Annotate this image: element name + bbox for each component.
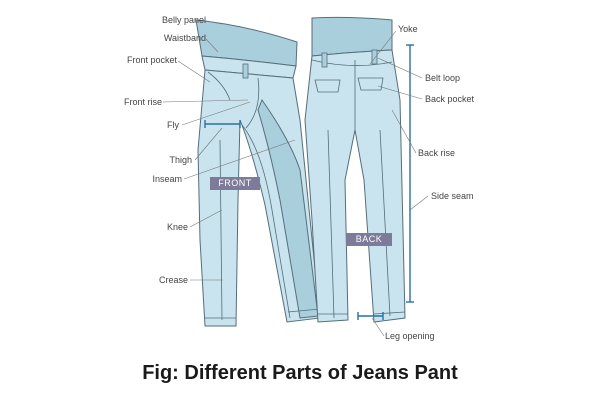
- fly-seam: [245, 77, 260, 129]
- back-belt-loop-right: [321, 52, 328, 68]
- leader-back-pocket: [377, 85, 423, 100]
- leader-belt-loop: [377, 57, 423, 79]
- label-inseam: Inseam: [152, 174, 182, 184]
- leader-front-rise: [162, 99, 249, 103]
- back-pocket-right: [357, 77, 384, 91]
- leader-back-rise: [391, 109, 417, 154]
- back-belt-loop-left: [371, 49, 378, 65]
- label-front-rise: Front rise: [123, 97, 162, 107]
- front-pocket-seam: [207, 71, 231, 101]
- back-tag-background: [346, 233, 392, 246]
- measurement-lines: [204, 44, 414, 320]
- label-yoke: Yoke: [398, 24, 418, 34]
- back-yoke-seam: [311, 59, 393, 66]
- leader-knee: [189, 209, 223, 228]
- back-leg-seam-left: [327, 129, 335, 319]
- front-belt-loop: [242, 63, 249, 79]
- label-belly-panel: Belly panel: [161, 15, 206, 25]
- front-inseam-line: [241, 124, 291, 319]
- leader-leg-opening: [371, 317, 385, 337]
- label-side-seam: Side seam: [431, 191, 474, 201]
- label-fly: Fly: [167, 120, 179, 130]
- front-view-tag: FRONT: [218, 178, 252, 188]
- front-shading: [257, 98, 319, 319]
- label-thigh: Thigh: [169, 155, 192, 165]
- back-pocket-left: [314, 79, 341, 93]
- leader-front-pocket: [177, 60, 211, 83]
- back-pant: [304, 16, 406, 323]
- leader-inseam: [183, 139, 296, 180]
- front-cuff-right: [287, 308, 321, 313]
- leader-fly: [181, 101, 251, 126]
- front-pant: [195, 19, 321, 327]
- label-leg-opening: Leg opening: [385, 331, 435, 341]
- label-knee: Knee: [166, 222, 188, 232]
- leader-thigh: [194, 127, 223, 161]
- leader-lines: [162, 20, 429, 337]
- label-back-pocket: Back pocket: [425, 94, 475, 104]
- label-crease: Crease: [158, 275, 188, 285]
- label-waistband: Waistband: [163, 33, 206, 43]
- figure-caption: Fig: Different Parts of Jeans Pant: [142, 362, 458, 384]
- back-leg-seam-right: [379, 129, 391, 317]
- back-cuff-right: [373, 311, 406, 315]
- label-back-rise: Back rise: [418, 148, 456, 158]
- leader-waistband: [205, 38, 219, 53]
- label-front-pocket: Front pocket: [126, 55, 177, 65]
- back-view-tag: BACK: [355, 234, 383, 244]
- back-pant-body: [304, 49, 406, 323]
- leader-belly-panel: [205, 20, 223, 25]
- leader-yoke: [369, 30, 397, 65]
- front-tag-background: [210, 177, 260, 190]
- label-belt-loop: Belt loop: [425, 73, 461, 83]
- leader-side-seam: [409, 195, 429, 211]
- front-crease-line: [219, 139, 223, 321]
